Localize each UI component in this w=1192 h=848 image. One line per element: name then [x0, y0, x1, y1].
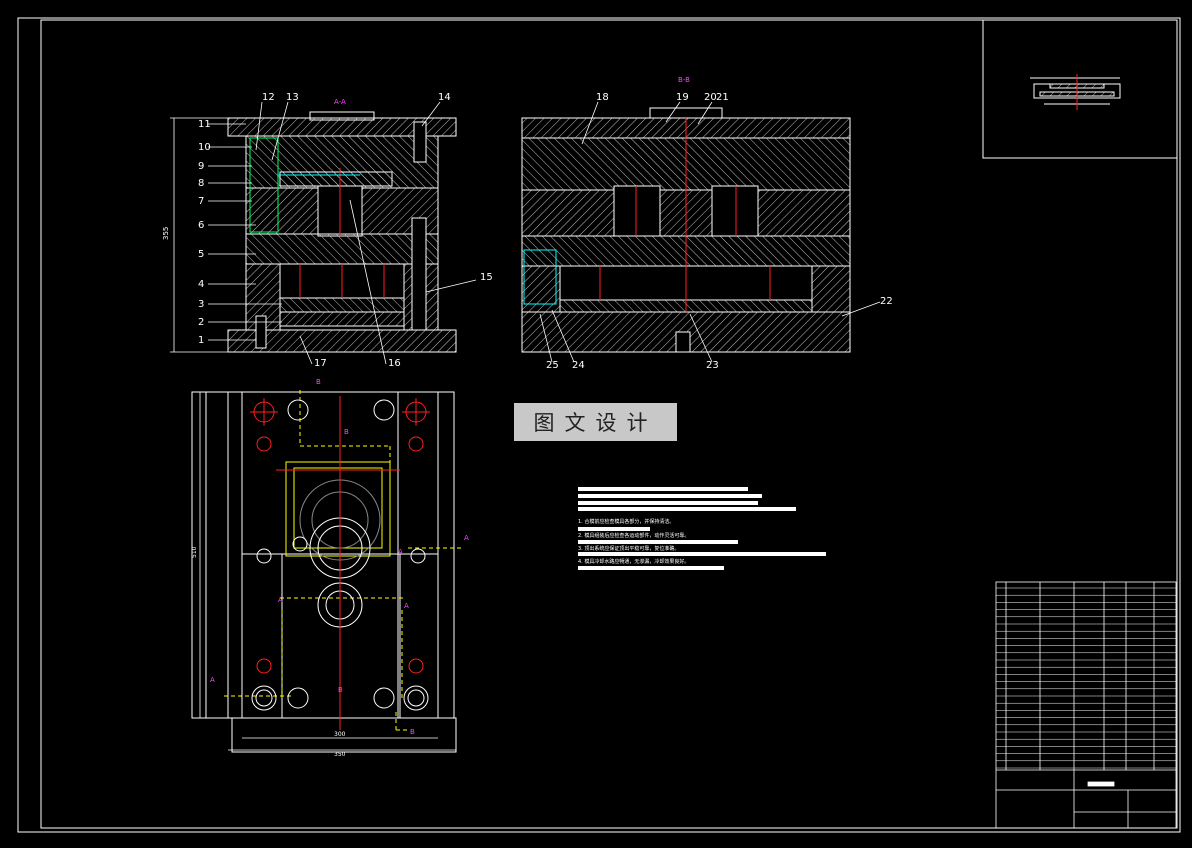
dim-plan-height: 510: [191, 546, 198, 558]
note-bar: [578, 566, 724, 570]
title-block-rows: [996, 587, 1176, 769]
note-bar: [578, 494, 762, 498]
callout: 4: [198, 279, 204, 290]
callout: 19: [676, 92, 689, 103]
mark-a: A: [464, 534, 469, 542]
section-aa-red: [249, 137, 385, 298]
callout: 13: [286, 92, 299, 103]
mark-b: B: [344, 428, 349, 436]
callouts-aa-top: 12 13 14: [262, 92, 451, 103]
callouts-bb: 18 19 20 21 22 25 24 23: [546, 92, 893, 371]
note-bar: [578, 487, 748, 491]
callout: 10: [198, 142, 211, 153]
mark-a: A: [398, 548, 403, 556]
plan-yellow: [224, 390, 462, 731]
section-bb-red: [599, 118, 771, 312]
section-bb-label: B-B: [678, 76, 690, 84]
watermark-badge: 图文设计: [514, 403, 677, 441]
callout: 12: [262, 92, 275, 103]
note-bar: [578, 507, 796, 511]
inner-border: [40, 19, 1178, 829]
callout: 23: [706, 360, 719, 371]
title-block: [995, 581, 1177, 829]
leaders-bb: [539, 101, 881, 363]
callout: 11: [198, 119, 211, 130]
callout: 16: [388, 358, 401, 369]
note-line-3: 3. 顶出系统应保证顶出平稳可靠，复位准确。: [578, 546, 680, 552]
note-bar: [578, 501, 758, 505]
callout: 9: [198, 161, 204, 172]
callout: 22: [880, 296, 893, 307]
callout: 5: [198, 249, 204, 260]
callout: 14: [438, 92, 451, 103]
note-bar: [578, 540, 738, 544]
plan-view: [191, 391, 457, 753]
outer-border: [17, 17, 1181, 833]
plan-dims: [199, 392, 456, 751]
mark-b: B: [338, 686, 343, 694]
dim-plan-inner: 300: [334, 731, 346, 738]
callout: 6: [198, 220, 204, 231]
mark-b: B: [410, 728, 415, 736]
plan-red-holes: [250, 396, 430, 730]
note-bar: [578, 527, 650, 531]
callout: 15: [480, 272, 493, 283]
dim-plan-outer: 350: [334, 751, 346, 758]
dim-height-label: 355: [162, 227, 170, 240]
callout: 24: [572, 360, 585, 371]
plan-marks: B B A A A A A B B: [210, 378, 469, 736]
note-line-1: 1. 合模前应检查模具各部分，并保持清洁。: [578, 519, 675, 525]
mark-b: B: [316, 378, 321, 386]
callout: 7: [198, 196, 204, 207]
section-aa-label: A-A: [334, 98, 346, 106]
mark-a: A: [210, 676, 215, 684]
callout: 3: [198, 299, 204, 310]
note-bar: [578, 552, 826, 556]
callouts-aa-right: 15 17 16: [314, 272, 493, 369]
callout: 25: [546, 360, 559, 371]
top-right-box: [982, 19, 1178, 159]
mark-a: A: [404, 602, 409, 610]
callouts-aa-left: 11 10 9 8 7 6 5 4 3 2 1: [198, 119, 211, 346]
callout: 17: [314, 358, 327, 369]
callout: 8: [198, 178, 204, 189]
dim-height: [170, 117, 228, 353]
leaders-aa: [208, 101, 477, 365]
callout: 1: [198, 335, 204, 346]
callout: 21: [716, 92, 729, 103]
part-thumbnail: [1030, 74, 1121, 110]
callout: 20: [704, 92, 717, 103]
callout: 2: [198, 317, 204, 328]
callout: 18: [596, 92, 609, 103]
note-line-4: 4. 模具冷却水路应畅通，无渗漏，冷却效果良好。: [578, 559, 690, 565]
note-line-2: 2. 模具组装后应检查各运动部件，动作灵活可靠。: [578, 533, 690, 539]
mark-a: A: [278, 596, 283, 604]
